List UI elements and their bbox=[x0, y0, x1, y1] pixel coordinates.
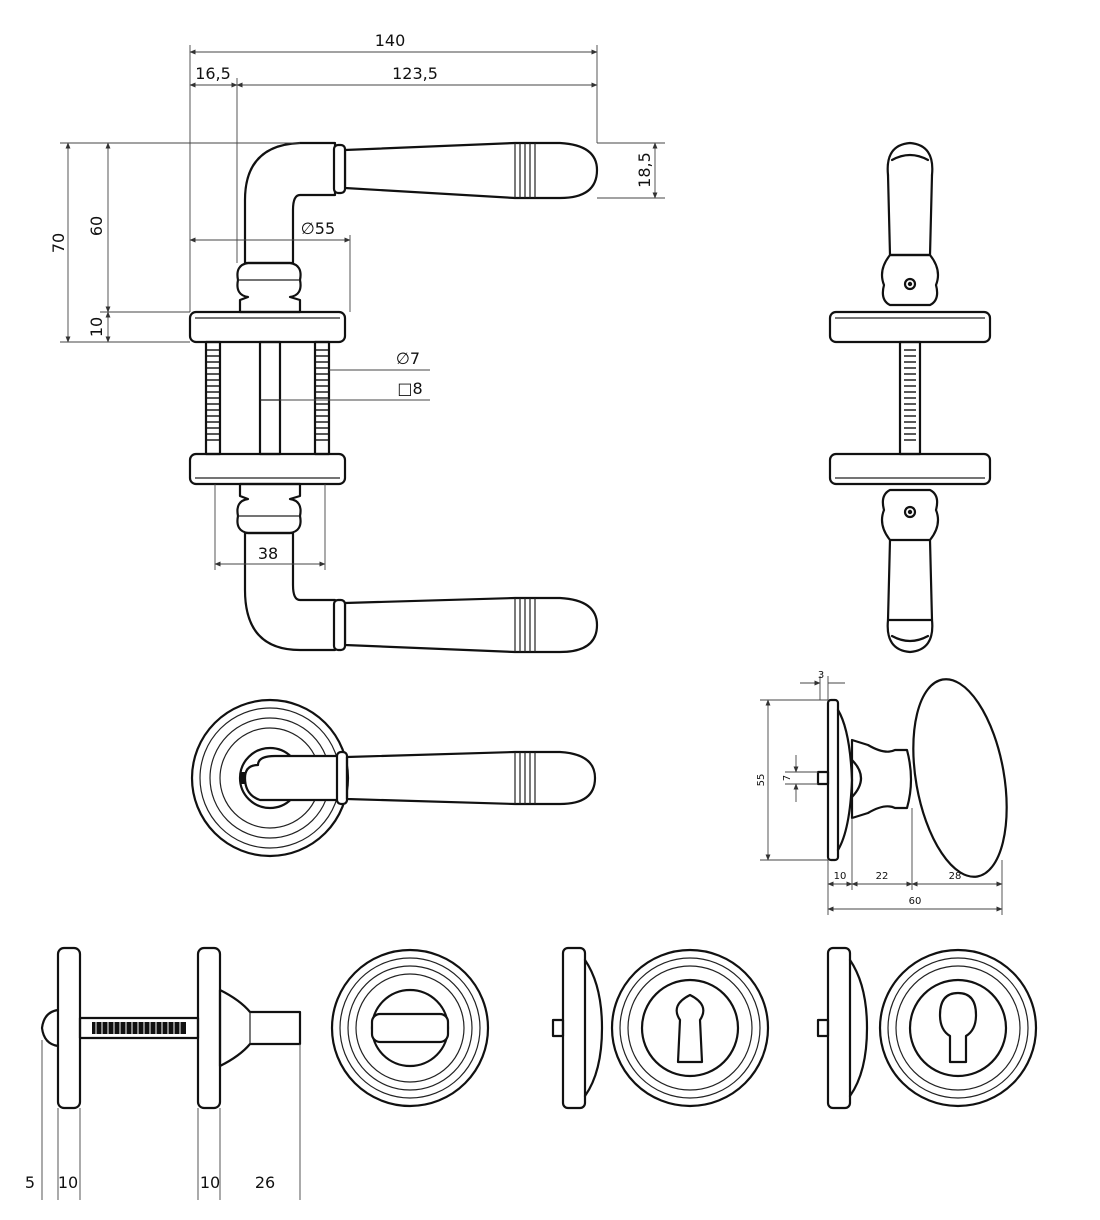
lower-neck-bead bbox=[236, 482, 302, 535]
lower-grip-grooves bbox=[514, 598, 536, 652]
dim-neck-width: 38 bbox=[258, 544, 278, 563]
dim-rose-diameter: ∅55 bbox=[301, 219, 335, 238]
dim-spindle-square: □8 bbox=[397, 379, 422, 398]
lever-dimension-lines bbox=[60, 45, 665, 570]
upper-grip-grooves bbox=[514, 143, 536, 198]
side-lower-bead bbox=[880, 488, 940, 542]
thumbturn-side-view: 5 10 10 26 bbox=[25, 946, 302, 1200]
knob-side-view: 3 55 7 10 22 28 60 bbox=[756, 670, 1008, 915]
thumbturn-handle bbox=[218, 988, 302, 1068]
dim-height-60: 60 bbox=[87, 216, 106, 236]
lower-lever-arm bbox=[243, 531, 337, 652]
side-lower-rose bbox=[828, 452, 992, 486]
upper-lever-arm bbox=[243, 141, 337, 265]
dim-turn-projection-a: 5 bbox=[25, 1173, 35, 1192]
side-upper-bead bbox=[880, 253, 940, 307]
euro-escutcheon-side bbox=[816, 946, 869, 1110]
dim-rose-height: 55 bbox=[756, 774, 767, 787]
side-upper-grip bbox=[886, 173, 934, 257]
euro-cylinder-hole bbox=[938, 991, 978, 1064]
dim-rose-depth: 10 bbox=[834, 871, 847, 882]
dim-overall-height: 70 bbox=[49, 233, 68, 253]
dim-lever-length: 123,5 bbox=[392, 64, 438, 83]
dim-knob-depth: 28 bbox=[949, 871, 962, 882]
thumbturn-front-view bbox=[330, 948, 490, 1108]
dim-height-10: 10 bbox=[87, 317, 106, 337]
dim-rose-depth-b: 10 bbox=[200, 1173, 220, 1192]
dim-grip-height: 18,5 bbox=[635, 152, 654, 188]
dim-spindle-height: 7 bbox=[782, 775, 793, 781]
lower-lever-grip bbox=[343, 596, 599, 654]
dim-overall-projection: 60 bbox=[909, 896, 922, 907]
side-upper-rose bbox=[828, 310, 992, 344]
side-lower-grip bbox=[886, 538, 934, 622]
dim-overall-length: 140 bbox=[375, 31, 406, 50]
keyhole-escutcheon-side bbox=[551, 946, 604, 1110]
upper-lever-grip bbox=[343, 141, 599, 200]
thumbturn-dimension-lines bbox=[41, 1040, 301, 1200]
lever-front-view: 140 16,5 123,5 18,5 70 60 10 ∅55 ∅7 □8 3… bbox=[49, 31, 665, 654]
upper-lever-collar bbox=[332, 143, 347, 195]
thumbturn-knob bbox=[370, 1012, 450, 1044]
upper-neck-bead bbox=[236, 261, 302, 314]
thumbturn-rose-b bbox=[196, 946, 222, 1110]
knob-head bbox=[912, 678, 1008, 878]
dim-rose-depth-a: 10 bbox=[58, 1173, 78, 1192]
dim-rose-thickness: 3 bbox=[818, 670, 824, 681]
lower-rose bbox=[188, 452, 347, 486]
spindle bbox=[258, 340, 282, 456]
rose-view-lever-grip bbox=[345, 750, 597, 806]
thumbturn-rose-a bbox=[56, 946, 82, 1110]
knob-rose bbox=[826, 698, 840, 862]
lever-side-view bbox=[828, 141, 992, 654]
dim-turn-projection-b: 26 bbox=[255, 1173, 275, 1192]
knob-dimension-lines bbox=[760, 676, 1003, 915]
lower-lever-collar bbox=[332, 598, 347, 652]
dim-fixing-diameter: ∅7 bbox=[396, 349, 420, 368]
euro-escutcheon-front bbox=[878, 948, 1038, 1108]
knob-neck bbox=[850, 738, 913, 820]
keyhole-escutcheon-front bbox=[610, 948, 770, 1108]
lever-rose-view bbox=[190, 698, 597, 858]
upper-rose bbox=[188, 310, 347, 344]
dim-offset: 16,5 bbox=[195, 64, 231, 83]
fixing-bolts bbox=[204, 340, 331, 456]
keyhole bbox=[675, 993, 705, 1064]
dim-neck-depth: 22 bbox=[876, 871, 889, 882]
